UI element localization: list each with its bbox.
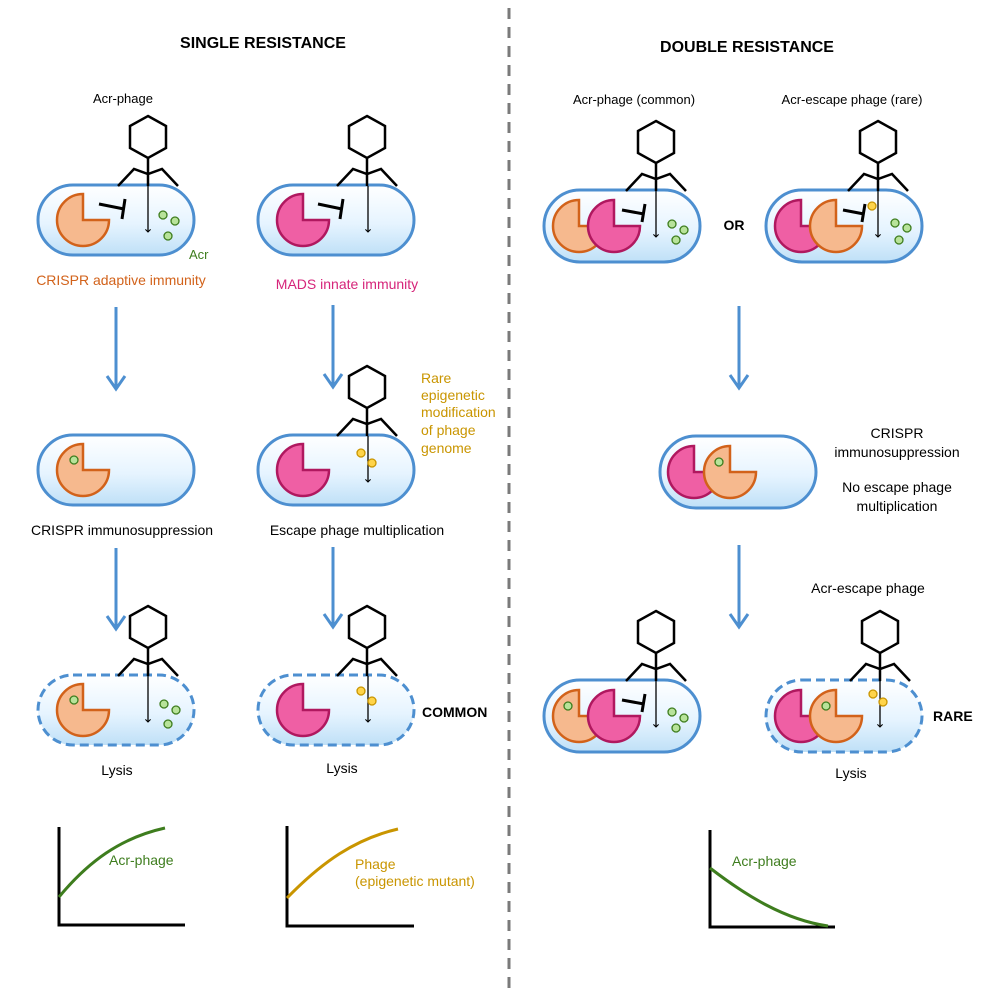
cell-lysis-crispr [36, 673, 196, 747]
epigenetic-dots [356, 686, 377, 706]
mads-icon [586, 688, 642, 744]
graph-label-phage-line-1: Phage [355, 856, 396, 872]
mads-icon [586, 198, 642, 254]
label-acr-phage-common: Acr-phage (common) [573, 92, 695, 107]
flow-arrow [322, 547, 344, 630]
label-lysis-left: Lysis [101, 762, 132, 778]
label-no-escape-line-1: No escape phage [842, 479, 952, 495]
phage-icon [117, 604, 179, 677]
epigenetic-dot [867, 201, 877, 211]
rare-line-1: Rare [421, 370, 452, 386]
rare-line-3: modification [421, 404, 496, 420]
acr-dot [69, 455, 79, 465]
label-common: COMMON [422, 704, 487, 720]
cell-crispr-immunosuppressed [36, 433, 196, 507]
phage-icon [336, 114, 398, 187]
inhibition-icon [98, 198, 127, 220]
crispr-cas-icon [55, 192, 111, 248]
heading-double-resistance: DOUBLE RESISTANCE [660, 39, 834, 56]
phage-icon [625, 119, 687, 192]
cell-double-common [542, 188, 702, 264]
cell-crispr-adaptive [36, 183, 196, 257]
flow-arrow [105, 548, 127, 632]
label-escape-phage-multiplication: Escape phage multiplication [270, 522, 444, 538]
phage-icon [336, 604, 398, 677]
cell-double-lysis [764, 678, 924, 754]
inhibition-icon [842, 203, 867, 223]
inhibition-icon [621, 693, 647, 713]
cell-double-rare [764, 188, 924, 264]
graph-axes [708, 830, 835, 929]
flow-arrow [728, 545, 750, 630]
rare-line-2: epigenetic [421, 387, 485, 403]
graph-label-double-acr-phage: Acr-phage [732, 853, 797, 869]
phage-icon [847, 119, 909, 192]
crispr-cas-icon [808, 198, 864, 254]
graph-label-acr-phage: Acr-phage [109, 852, 174, 868]
epigenetic-dots [868, 689, 888, 707]
acr-dots [158, 210, 180, 241]
acr-dot [821, 701, 831, 711]
acr-dots [159, 699, 181, 729]
mads-icon [275, 192, 331, 248]
inhibition-icon [317, 198, 345, 220]
rare-line-4: of phage [421, 422, 476, 438]
graph-axes [285, 826, 414, 928]
label-rare-epigenetic: Rare epigenetic modification of phage ge… [421, 370, 496, 456]
cell-lysis-escape [256, 673, 416, 747]
mads-icon [275, 682, 331, 738]
crispr-cas-icon [55, 682, 111, 738]
rare-line-5: genome [421, 440, 472, 456]
graph-curve-epigenetic-phage [285, 827, 399, 900]
label-crispr-immunosuppression: CRISPR immunosuppression [31, 522, 213, 538]
graph-curve-double-acr-phage [709, 866, 829, 928]
cell-mads-innate [256, 183, 416, 257]
label-acr-phage-top: Acr-phage [93, 91, 153, 106]
cell-double-survives [542, 678, 702, 754]
phage-icon [117, 114, 179, 187]
label-acr-escape-phage: Acr-escape phage [811, 580, 925, 596]
graph-axes [57, 827, 185, 927]
cell-double-immunosuppressed [658, 434, 818, 510]
epigenetic-dots [356, 448, 377, 468]
cell-escape-phage [256, 433, 416, 507]
inhibition-icon [621, 203, 647, 223]
crispr-cas-icon [55, 442, 111, 498]
acr-dot [714, 457, 724, 467]
acr-dots [667, 707, 689, 733]
flow-arrow [322, 305, 344, 390]
graph-curve-acr-phage [57, 826, 166, 898]
label-rare: RARE [933, 708, 973, 724]
label-crispr-line-2: immunosuppression [834, 444, 959, 460]
graph-epigenetic-phage: Phage (epigenetic mutant) [285, 826, 475, 928]
label-mads-innate-immunity: MADS innate immunity [276, 276, 418, 292]
mads-icon [275, 442, 331, 498]
acr-dots [667, 219, 689, 245]
graph-acr-phage: Acr-phage [57, 826, 185, 927]
label-no-escape-line-2: multiplication [857, 498, 938, 514]
label-lysis-right: Lysis [326, 760, 357, 776]
heading-single-resistance: SINGLE RESISTANCE [180, 35, 346, 52]
acr-dots [890, 218, 912, 245]
label-or: OR [724, 217, 745, 233]
label-crispr-line-1: CRISPR [871, 425, 924, 441]
label-acr: Acr [189, 247, 209, 262]
label-lysis-double: Lysis [835, 765, 866, 781]
flow-arrow [105, 307, 127, 392]
phage-icon [849, 609, 911, 682]
graph-double-acr-phage: Acr-phage [708, 830, 835, 929]
flow-arrow [728, 306, 750, 391]
phage-icon [336, 364, 398, 437]
label-acr-escape-phage-rare: Acr-escape phage (rare) [782, 92, 923, 107]
label-crispr-adaptive-immunity: CRISPR adaptive immunity [36, 272, 206, 288]
phage-icon [625, 609, 687, 682]
acr-dot [563, 701, 573, 711]
acr-dot [69, 695, 79, 705]
graph-label-phage-line-2: (epigenetic mutant) [355, 873, 475, 889]
